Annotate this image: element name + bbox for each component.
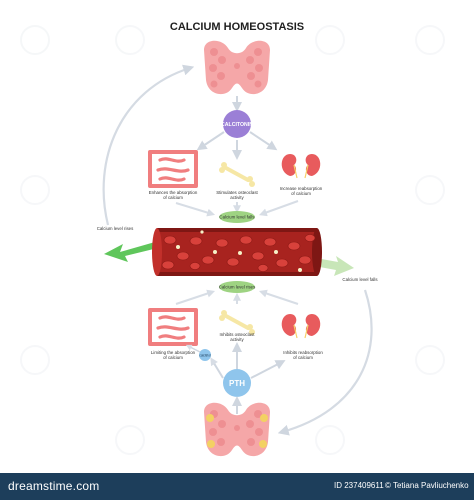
watermark-pattern [20, 25, 445, 455]
kidney-icon-lower [281, 314, 321, 339]
calcitonin-label: CALCITONIN [221, 122, 253, 128]
arrow-pth-to-calcitriol [210, 357, 224, 379]
arrow-kidney-to-falls-badge [258, 200, 299, 217]
lower-bone-text-1: Inhibits osteoclast [220, 332, 256, 337]
upper-bone-text-2: activity [230, 195, 244, 200]
arrow-right-pale [314, 256, 354, 276]
arrow-intestine-to-falls-badge [175, 202, 216, 217]
lower-kidney-text-1: Inhibits reabsorption [283, 350, 323, 355]
upper-kidney-text-2: of calcium [291, 191, 311, 196]
arrow-calcitonin-to-kidney [249, 131, 278, 151]
arrow-calcitriol-to-intestine [185, 344, 201, 353]
side-label-right: Calcium level falls [342, 277, 378, 282]
side-label-left: Calcium level rises [97, 226, 134, 231]
pth-circle [223, 369, 251, 397]
lower-intestine-text-2: of calcium [163, 355, 183, 360]
arrow-pth-to-kidney [250, 360, 286, 379]
calcitonin-circle [223, 110, 251, 138]
upper-intestine-text-1: Enhances the absorption [149, 190, 198, 195]
lower-bone-text-2: activity [230, 337, 244, 342]
upper-bone-text-1: Stimulates osteoclast [216, 190, 258, 195]
cycle-arrow-right [277, 289, 373, 436]
footer-image-id: ID 237409611 [334, 481, 384, 490]
thyroid-gland-top [204, 40, 270, 95]
parathyroid-gland-bottom [204, 402, 270, 457]
footer-author: © Tetiana Pavliuchenko [385, 481, 469, 490]
arrow-left-green [104, 240, 166, 262]
intestine-icon-lower [148, 308, 198, 346]
footer-bar: dreamstime.com ID 237409611 © Tetiana Pa… [0, 473, 474, 500]
intestine-icon-upper [148, 150, 198, 188]
calcium-rises-badge-text: Calcium level rises [219, 285, 256, 290]
diagram-title: CALCIUM HOMEOSTASIS [170, 21, 304, 33]
blood-vessel [152, 228, 322, 276]
kidney-icon-upper [281, 154, 321, 179]
upper-intestine-text-2: of calcium [163, 195, 183, 200]
calcium-falls-badge-text: Calcium level falls [219, 215, 255, 220]
footer-logo[interactable]: dreamstime.com [8, 479, 100, 493]
calcitriol-label: calcitriol [199, 354, 211, 358]
arrow-intestine-to-rises-badge [175, 289, 216, 305]
bone-icon-lower [219, 310, 255, 335]
upper-kidney-text-1: Increase reabsorption [280, 186, 323, 191]
lower-intestine-text-1: Limiting the absorption [151, 350, 196, 355]
cycle-arrow-left [102, 64, 195, 226]
calcium-rises-badge [219, 281, 255, 293]
calcium-homeostasis-diagram: CALCIUM HOMEOSTASIS CALCITONIN Enhances … [20, 21, 445, 457]
arrow-calcitonin-to-intestine [196, 131, 225, 151]
lower-kidney-text-2: of calcium [293, 355, 313, 360]
calcitriol-circle [199, 349, 211, 361]
arrow-kidney-to-rises-badge [258, 289, 299, 305]
pth-label: PTH [229, 379, 245, 388]
bone-icon-upper [219, 162, 255, 187]
calcium-falls-badge [219, 211, 255, 223]
